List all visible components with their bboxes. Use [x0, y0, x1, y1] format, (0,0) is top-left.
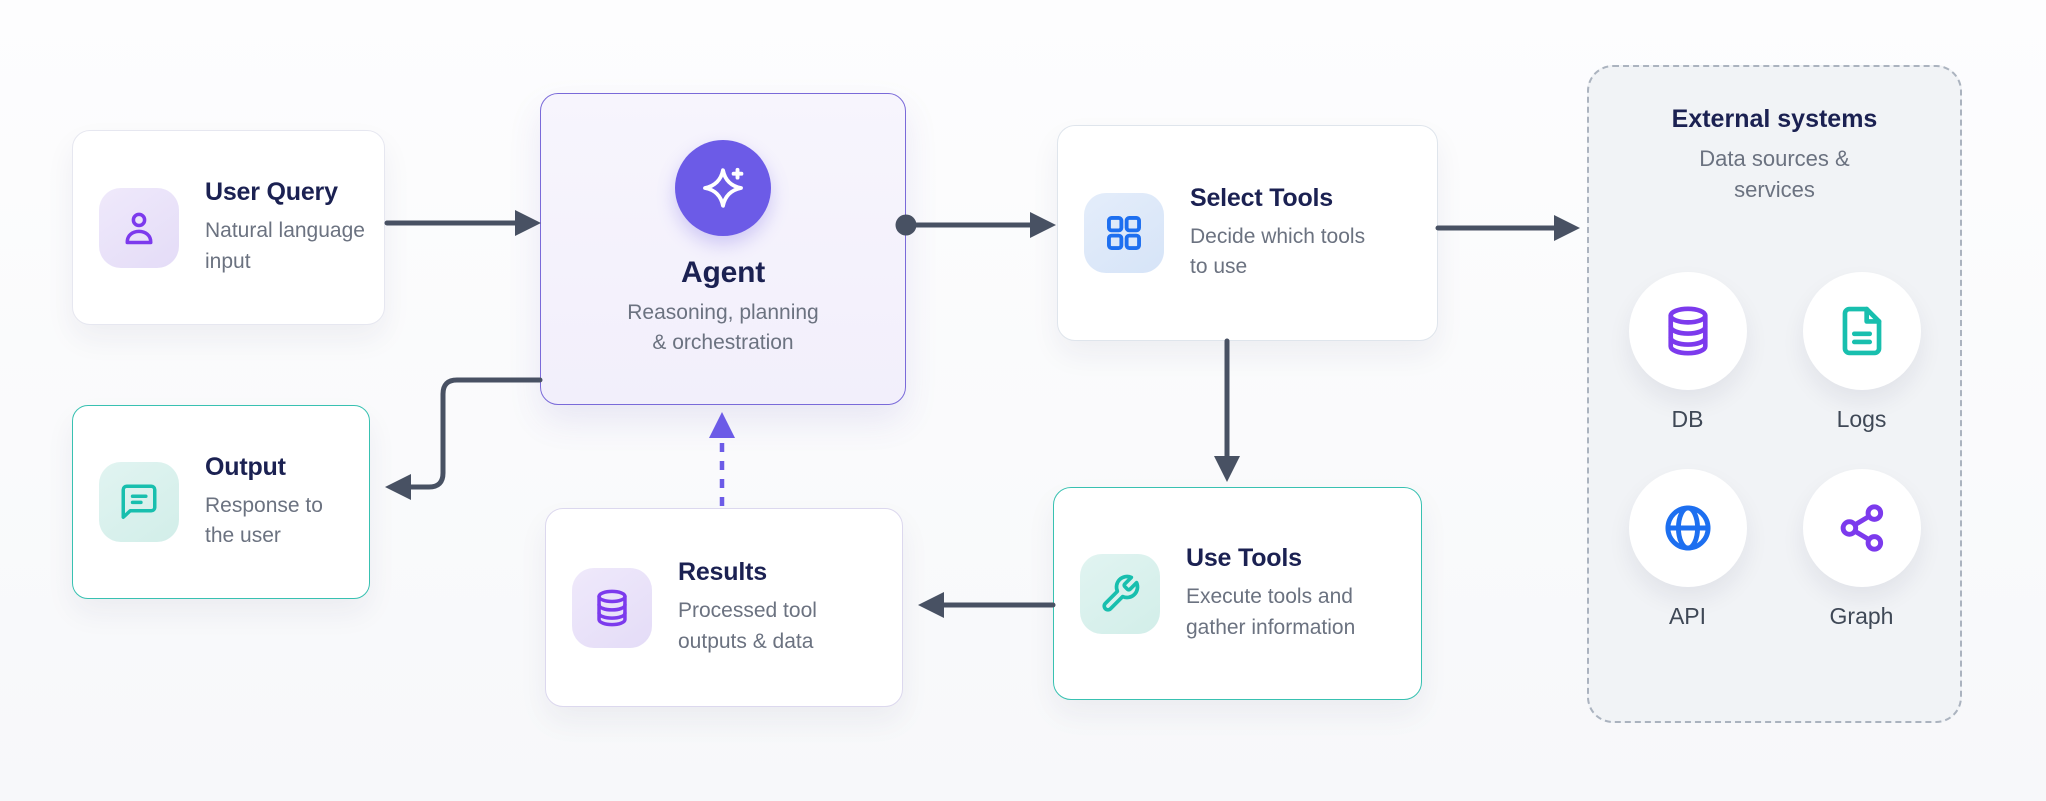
share-icon [1802, 468, 1921, 587]
panel-external-systems: External systems Data sources & services… [1587, 65, 1962, 723]
external-item-api: API [1628, 468, 1747, 630]
node-subtitle: Natural language input [205, 219, 365, 273]
node-title: Use Tools [1186, 544, 1302, 573]
globe-icon [1628, 468, 1747, 587]
node-select-tools: Select Tools Decide which tools to use [1057, 125, 1438, 341]
chat-icon [99, 462, 179, 542]
node-text: Select Tools Decide which tools to use [1190, 184, 1385, 283]
node-title: Output [205, 452, 286, 481]
node-text: Use Tools Execute tools and gather infor… [1186, 544, 1384, 643]
node-title: Results [678, 558, 767, 587]
external-item-db: DB [1628, 271, 1747, 433]
database-icon [1628, 271, 1747, 390]
node-output: Output Response to the user [72, 405, 370, 599]
node-results: Results Processed tool outputs & data [545, 508, 903, 707]
node-text: User Query Natural language input [205, 178, 380, 277]
database-icon [572, 567, 652, 648]
node-subtitle: Decide which tools to use [1190, 224, 1366, 278]
external-item-graph: Graph [1802, 468, 1921, 630]
external-items-grid: DB Logs [1628, 271, 1921, 630]
node-subtitle: Response to the user [205, 493, 323, 547]
external-item-label: DB [1671, 405, 1704, 432]
external-item-label: Logs [1836, 405, 1887, 432]
feedback-dashed-arrow [709, 412, 735, 506]
node-text: Output Response to the user [205, 453, 337, 552]
node-title: User Query [205, 178, 338, 207]
node-title: Agent [681, 255, 765, 289]
node-subtitle: Execute tools and gather information [1186, 585, 1356, 639]
node-subtitle: Processed tool outputs & data [678, 599, 817, 653]
node-subtitle: Reasoning, planning & orchestration [627, 300, 819, 354]
node-agent: Agent Reasoning, planning & orchestratio… [540, 93, 906, 405]
wrench-icon [1080, 553, 1160, 634]
node-text: Results Processed tool outputs & data [678, 558, 838, 657]
node-use-tools: Use Tools Execute tools and gather infor… [1053, 487, 1422, 700]
sparkle-icon [675, 139, 771, 236]
node-title: Select Tools [1190, 183, 1334, 212]
external-item-label: API [1668, 602, 1707, 629]
panel-subtitle: Data sources & services [1699, 146, 1850, 202]
grid-icon [1084, 193, 1164, 273]
document-icon [1802, 271, 1921, 390]
user-icon [99, 187, 179, 268]
panel-title: External systems [1671, 105, 1878, 133]
external-item-logs: Logs [1802, 271, 1921, 433]
external-item-label: Graph [1829, 602, 1894, 629]
node-user-query: User Query Natural language input [72, 130, 385, 325]
